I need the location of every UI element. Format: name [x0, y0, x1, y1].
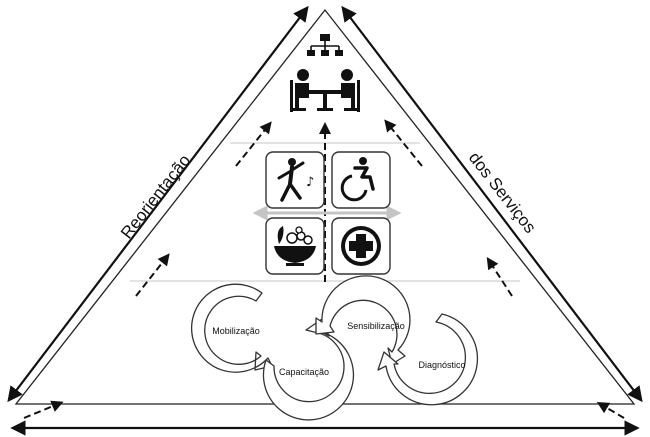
cycle-label-capacitacao: Capacitação — [279, 367, 329, 377]
dashed-arrow-bottom-left — [23, 400, 64, 419]
dancing-icon: ♪ — [277, 158, 314, 202]
right-side-arrow — [341, 5, 643, 403]
dashed-arrow-right-upper — [384, 119, 423, 167]
cycle-ring-mobilizacao — [190, 283, 273, 373]
dashed-arrow-left-upper — [235, 121, 272, 167]
svg-text:♪: ♪ — [306, 175, 314, 190]
wheelchair-icon — [340, 157, 375, 202]
health-cross-icon-box — [331, 217, 391, 275]
wheelchair-icon-box — [331, 151, 391, 209]
health-cross-icon — [341, 226, 381, 266]
cycle-label-mobilizacao: Mobilização — [212, 326, 260, 336]
left-side-label: Reorientação — [117, 151, 194, 242]
cycle-ring-diagnostico — [377, 313, 479, 406]
meeting-icon — [290, 34, 360, 112]
cycle-ring-sensibilizacao — [315, 275, 411, 365]
left-side-arrow — [7, 5, 309, 403]
dashed-arrow-bottom-right — [596, 401, 625, 419]
pyramid-outline — [14, 8, 636, 405]
cycle-label-sensibilizacao: Sensibilização — [347, 321, 405, 331]
dashed-arrow-left-lower — [135, 253, 170, 297]
cycle-label-diagnostico: Diagnóstico — [418, 360, 465, 370]
fruit-basket-icon-box — [265, 217, 325, 275]
right-side-label: dos Serviços — [465, 148, 540, 236]
cycle-rings — [190, 275, 479, 421]
dancing-icon-box: ♪ — [265, 151, 325, 209]
dashed-arrow-right-lower — [486, 256, 513, 297]
fruit-basket-icon — [274, 226, 316, 266]
